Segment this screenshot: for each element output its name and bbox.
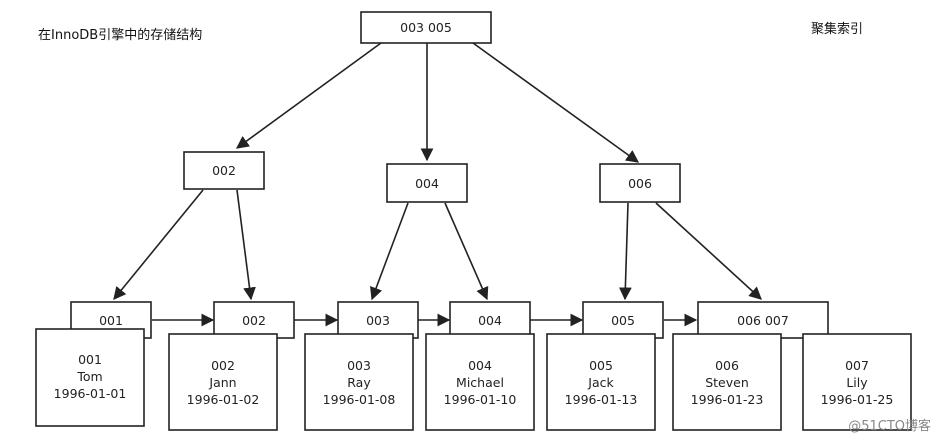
edge-root-to-006 <box>472 42 640 163</box>
watermark: @51CTO博客 <box>848 419 931 434</box>
record-date: 1996-01-13 <box>565 392 638 407</box>
edge-006-to-006-007 <box>655 202 762 300</box>
record-id: 005 <box>589 358 613 373</box>
record-id: 002 <box>211 358 235 373</box>
edge-004-to-003 <box>370 202 409 301</box>
record-date: 1996-01-10 <box>444 392 517 407</box>
edge-002-to-001 <box>113 189 204 300</box>
internal-node-002: 002 <box>183 151 265 190</box>
record-date: 1996-01-02 <box>187 392 260 407</box>
record-003: 003 Ray 1996-01-08 <box>304 333 414 431</box>
root-node-keys: 003 005 <box>400 20 452 35</box>
leaf-node-006-007: 006 007 <box>697 301 829 339</box>
record-date: 1996-01-01 <box>54 386 127 401</box>
edge-006-to-005 <box>618 202 632 301</box>
edge-root-to-002 <box>235 42 382 149</box>
record-id: 007 <box>845 358 869 373</box>
record-name: Tom <box>76 369 102 384</box>
record-name: Steven <box>705 375 749 390</box>
record-006: 006 Steven 1996-01-23 <box>672 333 782 431</box>
leaf-node-004: 004 <box>449 301 531 339</box>
internal-node-key: 004 <box>415 176 439 191</box>
index-type-label: 聚集索引 <box>811 22 864 37</box>
leaf-node-key: 001 <box>99 313 123 328</box>
record-id: 003 <box>347 358 371 373</box>
leaf-node-003: 003 <box>337 301 419 339</box>
internal-node-006: 006 <box>599 163 681 203</box>
record-id: 004 <box>468 358 492 373</box>
edge-002-to-002 <box>236 189 256 301</box>
leaf-node-key: 003 <box>366 313 390 328</box>
internal-node-004: 004 <box>386 163 468 203</box>
record-name: Ray <box>347 375 371 390</box>
record-date: 1996-01-23 <box>691 392 764 407</box>
record-id: 006 <box>715 358 739 373</box>
diagram-title: 在InnoDB引擎中的存储结构 <box>38 28 203 43</box>
tree-edges <box>113 42 762 327</box>
record-id: 001 <box>78 352 102 367</box>
record-name: Jann <box>208 375 236 390</box>
record-date: 1996-01-25 <box>821 392 894 407</box>
record-005: 005 Jack 1996-01-13 <box>546 333 656 431</box>
leaf-node-002: 002 <box>213 301 295 339</box>
record-004: 004 Michael 1996-01-10 <box>425 333 535 431</box>
root-node: 003 005 <box>360 11 492 44</box>
edge-004-to-004 <box>444 202 489 301</box>
record-002: 002 Jann 1996-01-02 <box>168 333 278 431</box>
record-name: Jack <box>587 375 614 390</box>
record-001: 001 Tom 1996-01-01 <box>35 328 145 427</box>
record-name: Michael <box>456 375 504 390</box>
leaf-node-key: 005 <box>611 313 635 328</box>
record-007: 007 Lily 1996-01-25 <box>802 333 912 431</box>
internal-node-key: 006 <box>628 176 652 191</box>
leaf-node-key: 006 007 <box>737 313 789 328</box>
leaf-node-key: 004 <box>478 313 502 328</box>
record-date: 1996-01-08 <box>323 392 396 407</box>
leaf-node-key: 002 <box>242 313 266 328</box>
leaf-node-005: 005 <box>582 301 664 339</box>
internal-node-key: 002 <box>212 163 236 178</box>
record-name: Lily <box>846 375 868 390</box>
